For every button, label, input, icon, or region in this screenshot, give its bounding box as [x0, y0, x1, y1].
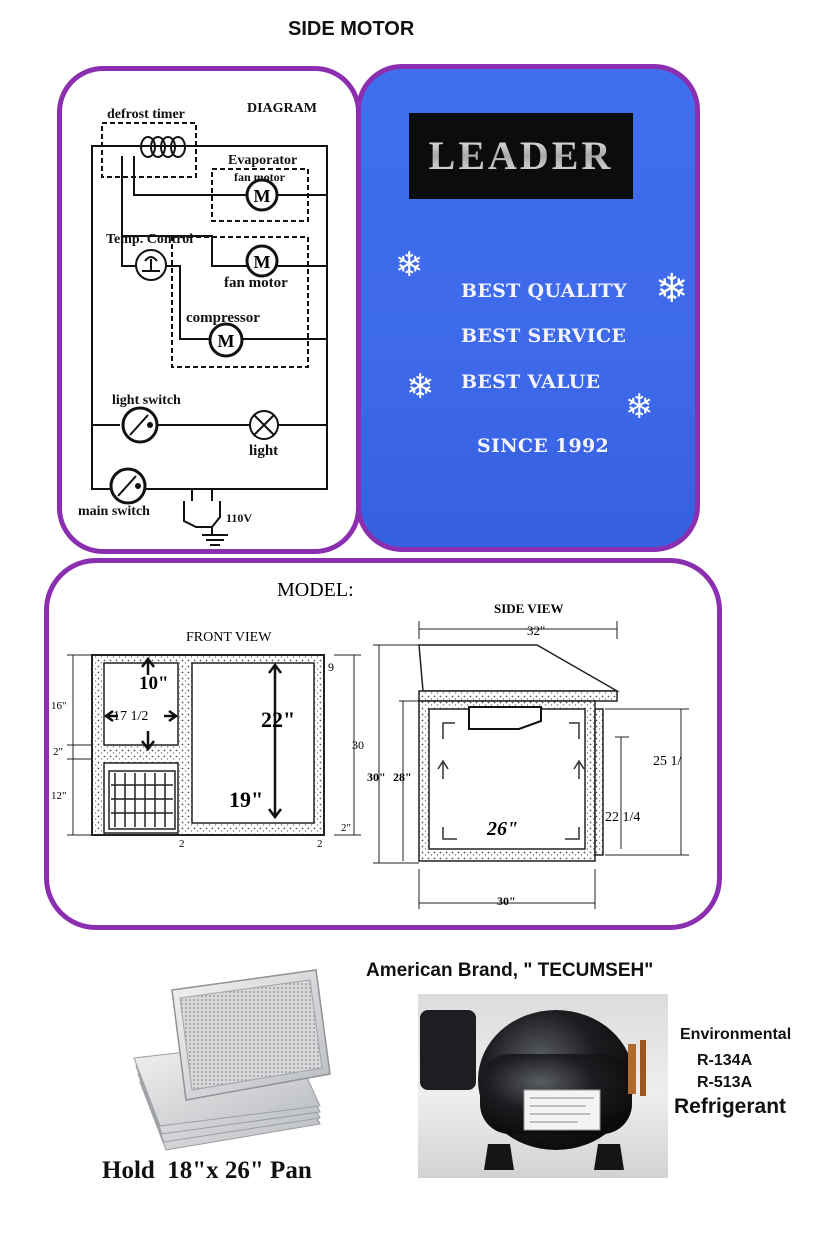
evap-fan-motor-label: fan motor	[234, 170, 286, 184]
dim-right-inner: 22 1/4	[605, 810, 640, 825]
wiring-diagram: M M M	[78, 101, 328, 546]
refrigerant-label: Refrigerant	[674, 1095, 787, 1118]
dim-outer-right: 30	[352, 738, 364, 752]
dim-main-width: 19"	[229, 787, 263, 812]
dim-outer-right-top: 9	[328, 660, 334, 674]
compressor-icon	[420, 1010, 646, 1170]
dim-left-width: 17 1/2	[113, 709, 148, 724]
temp-control-label: Temp. Control	[106, 232, 193, 247]
logo-plate: LEADER	[429, 133, 614, 178]
front-view-drawing: FRONT VIEW	[51, 630, 364, 850]
logo-text: LEADER	[429, 133, 614, 178]
model-drawing-panel: MODEL: FRONT VIEW	[44, 558, 722, 930]
dim-left-height-outer: 30"	[367, 770, 386, 784]
light-label: light	[249, 443, 278, 459]
snowflake-icon: ❄	[625, 389, 654, 426]
since-label: SINCE 1992	[477, 435, 610, 457]
fan-motor-icon: M	[245, 244, 279, 278]
sheet-pan-stack-image	[120, 962, 340, 1158]
temp-control-icon	[135, 249, 167, 281]
evap-fan-motor-icon: M	[245, 178, 279, 212]
dim-bottom-right: 2"	[341, 822, 351, 834]
dim-top-width: 32"	[527, 623, 545, 638]
slogan-best-value: BEST VALUE	[461, 371, 601, 393]
refrigerant-environmental: Environmental	[680, 1026, 792, 1043]
voltage-label: 110V	[226, 511, 252, 525]
light-bulb-icon	[249, 410, 279, 440]
dim-bottom-b: 2	[317, 838, 323, 850]
front-view-label: FRONT VIEW	[186, 630, 272, 645]
light-switch-icon	[121, 406, 159, 444]
snowflake-icon: ❄	[655, 266, 689, 311]
side-view-drawing: SIDE VIEW 32"	[367, 601, 689, 909]
plug-ground-icon	[183, 501, 228, 546]
fan-comp-box	[171, 236, 309, 368]
page-title: SIDE MOTOR	[288, 18, 415, 40]
motor-symbol: M	[254, 186, 271, 206]
compressor-photo	[418, 994, 668, 1178]
defrost-timer-label: defrost timer	[107, 107, 185, 122]
refrigerant-r513a: R-513A	[697, 1074, 753, 1091]
dim-inner-width: 26"	[486, 818, 518, 840]
sheet-pan-icon	[133, 969, 331, 1151]
compressor-label: compressor	[186, 310, 260, 326]
defrost-timer-icon	[140, 136, 186, 158]
compressor-motor-icon: M	[208, 322, 244, 358]
compressor-brand-line: American Brand, " TECUMSEH"	[366, 960, 654, 981]
brand-panel: LEADER ❄ ❄ ❄ ❄ BEST QUALITY BEST SERVICE…	[356, 64, 700, 552]
slogan-best-service: BEST SERVICE	[461, 325, 627, 347]
wiring-diagram-panel: M M M	[57, 66, 361, 554]
evaporator-label: Evaporator	[228, 153, 297, 168]
dim-main-height: 22"	[261, 707, 295, 732]
motor-symbol: M	[218, 331, 235, 351]
compressor-grille-icon	[108, 770, 176, 830]
snowflake-icon: ❄	[395, 247, 424, 284]
refrigerant-r134a: R-134A	[697, 1052, 753, 1069]
dim-bottom-a: 2	[179, 838, 185, 850]
pan-caption: Hold 18"x 26" Pan	[102, 1157, 312, 1184]
model-drawing: MODEL: FRONT VIEW	[51, 579, 689, 909]
dim-bottom-width: 30"	[497, 894, 516, 908]
side-view-label: SIDE VIEW	[494, 601, 563, 616]
main-switch-icon	[109, 467, 147, 505]
motor-symbol: M	[254, 252, 271, 272]
diagram-title: DIAGRAM	[247, 101, 317, 116]
dim-outer-left-bottom: 12"	[51, 790, 67, 802]
dim-outer-left-mid: 2"	[53, 746, 63, 758]
dim-right-outer: 25 1/	[653, 754, 682, 769]
timer-box	[101, 122, 197, 178]
slogan-best-quality: BEST QUALITY	[461, 280, 627, 302]
fan-motor-label: fan motor	[224, 275, 288, 291]
leader-logo: LEADER	[409, 113, 633, 199]
dim-left-height-inner: 28"	[393, 770, 412, 784]
light-switch-label: light switch	[112, 393, 181, 408]
main-switch-label: main switch	[78, 504, 150, 519]
dim-top-height: 10"	[139, 673, 169, 694]
model-title: MODEL:	[277, 579, 354, 601]
snowflake-icon: ❄	[406, 369, 435, 406]
dim-outer-left-top: 16"	[51, 700, 67, 712]
